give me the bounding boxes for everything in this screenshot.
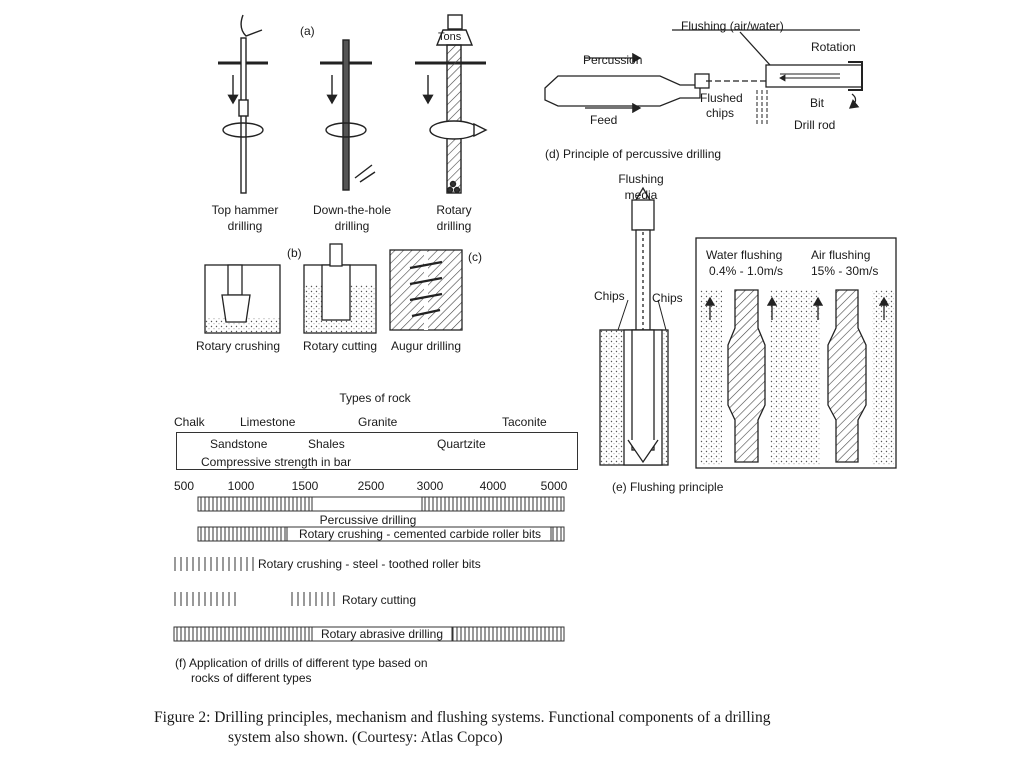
tons-label: Tons: [438, 31, 462, 43]
figure-caption-line-2: system also shown. (Courtesy: Atlas Copc…: [228, 729, 503, 746]
panel-e-caption: (e) Flushing principle: [612, 480, 724, 494]
water-flushing-rate: 0.4% - 1.0m/s: [709, 264, 784, 278]
feed-label: Feed: [590, 113, 618, 127]
top-hammer-label-1: Top hammer: [211, 203, 279, 217]
panel-d-drawing: [544, 29, 863, 125]
air-flushing-rate: 15% - 30m/s: [811, 264, 879, 278]
panel-a-tag: (a): [300, 24, 315, 38]
figure-caption-line-1: Figure 2: Drilling principles, mechanism…: [154, 709, 771, 726]
scale-tick: 1000: [227, 479, 255, 493]
panel-f-bars: [173, 496, 565, 642]
panel-e-drawing: [599, 186, 897, 469]
panel-f-caption-1: (f) Application of drills of different t…: [175, 656, 428, 670]
scale-tick: 2500: [357, 479, 385, 493]
flushing-media-label-2: media: [624, 188, 658, 202]
percussion-label: Percussion: [583, 53, 643, 67]
rotation-label: Rotation: [811, 40, 856, 54]
compressive-strength-label: Compressive strength in bar: [201, 455, 352, 469]
rock-sandstone: Sandstone: [210, 437, 268, 451]
dth-label-2: drilling: [334, 219, 370, 233]
top-hammer-label-2: drilling: [227, 219, 263, 233]
drill-rod-label: Drill rod: [794, 118, 836, 132]
bar-label-percussive: Percussive drilling: [319, 513, 417, 527]
panel-d-caption: (d) Principle of percussive drilling: [545, 147, 722, 161]
rock-limestone: Limestone: [240, 415, 296, 429]
rock-shales: Shales: [308, 437, 345, 451]
bar-label-rotary-cutting: Rotary cutting: [342, 593, 417, 607]
figure-caption: Figure 2: Drilling principles, mechanism…: [154, 708, 914, 748]
augur-drilling-label: Augur drilling: [390, 339, 462, 353]
flushing-label: Flushing (air/water): [681, 19, 784, 33]
panel-f-caption-2: rocks of different types: [191, 671, 312, 685]
rotary-cutting-label: Rotary cutting: [302, 339, 378, 353]
rock-chalk: Chalk: [174, 415, 205, 429]
panel-a-drawings: [218, 14, 488, 194]
bar-label-rotary-crushing-steel: Rotary crushing - steel - toothed roller…: [258, 557, 481, 571]
water-flushing-label: Water flushing: [706, 248, 783, 262]
scale-tick: 5000: [540, 479, 568, 493]
panel-b-tag: (b): [287, 246, 302, 260]
rock-strength-box: [176, 432, 578, 470]
rotary-label-2: drilling: [436, 219, 472, 233]
types-of-rock-title: Types of rock: [339, 391, 411, 405]
scale-tick: 500: [173, 479, 195, 493]
flushed-chips-label-1: Flushed: [700, 91, 743, 105]
flushing-media-label-1: Flushing: [618, 172, 664, 186]
chips-left-label: Chips: [594, 289, 625, 303]
rock-granite: Granite: [358, 415, 398, 429]
bar-label-rotary-abrasive: Rotary abrasive drilling: [320, 627, 444, 641]
bit-label: Bit: [810, 96, 825, 110]
rotary-crushing-label: Rotary crushing: [195, 339, 281, 353]
rotary-label-1: Rotary: [436, 203, 472, 217]
flushed-chips-label-2: chips: [706, 106, 735, 120]
bar-label-rotary-crushing-carbide: Rotary crushing - cemented carbide rolle…: [298, 527, 542, 541]
rock-taconite: Taconite: [502, 415, 547, 429]
air-flushing-label: Air flushing: [811, 248, 871, 262]
scale-tick: 3000: [416, 479, 444, 493]
rock-quartzite: Quartzite: [437, 437, 486, 451]
bar-rotary-crushing-steel: [174, 557, 256, 571]
chips-right-label: Chips: [652, 291, 683, 305]
panel-b-c-drawings: [204, 243, 463, 334]
scale-tick: 1500: [291, 479, 319, 493]
dth-label-1: Down-the-hole: [312, 203, 392, 217]
panel-c-tag: (c): [468, 250, 482, 264]
scale-tick: 4000: [479, 479, 507, 493]
